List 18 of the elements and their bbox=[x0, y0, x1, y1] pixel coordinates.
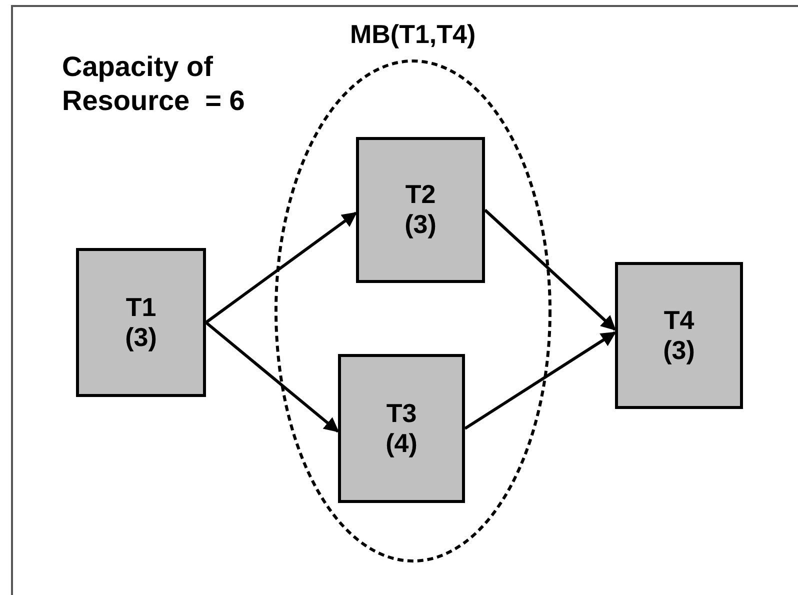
task-box bbox=[356, 137, 485, 283]
task-name: T2 bbox=[405, 180, 436, 210]
task-duration: (3) bbox=[663, 336, 695, 366]
arrow bbox=[484, 208, 616, 331]
capacity-note: Capacity of Resource = 6 bbox=[62, 50, 246, 118]
task-name: T3 bbox=[386, 398, 417, 428]
group-heading: MB(T1,T4) bbox=[350, 18, 476, 50]
task-box bbox=[338, 354, 465, 503]
task-duration: (3) bbox=[404, 210, 436, 240]
task-box bbox=[615, 262, 743, 409]
task-duration: (3) bbox=[125, 322, 157, 352]
task-box bbox=[76, 248, 206, 397]
task-name: T1 bbox=[126, 292, 156, 322]
task-name: T4 bbox=[664, 306, 694, 336]
arrow bbox=[205, 321, 340, 433]
arrow bbox=[464, 331, 616, 430]
arrow bbox=[205, 212, 358, 324]
task-duration: (4) bbox=[386, 428, 418, 458]
